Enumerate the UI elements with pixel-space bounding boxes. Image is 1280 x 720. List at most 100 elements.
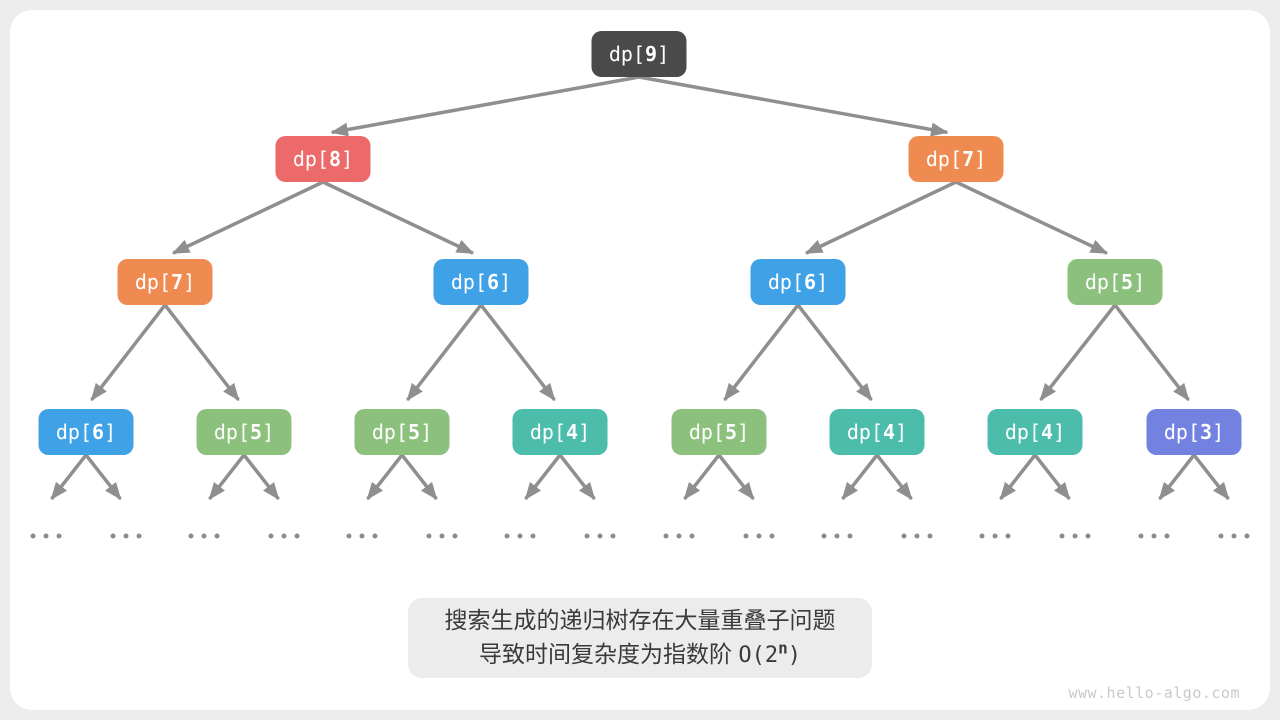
tree-node-dp-8: dp[8] xyxy=(275,136,371,182)
node-label: 5 xyxy=(250,420,263,444)
ellipsis-dot xyxy=(294,533,300,539)
tree-node-dp-5: dp[5] xyxy=(1067,259,1163,305)
ellipsis-dot xyxy=(43,533,49,539)
ellipsis-label xyxy=(1138,533,1170,539)
tree-edge-arrow xyxy=(1192,453,1230,501)
node-label: dp[ xyxy=(213,420,251,444)
ellipsis-dot xyxy=(30,533,36,539)
ellipsis-dot xyxy=(201,533,207,539)
node-label: ] xyxy=(499,270,512,294)
ellipsis-label xyxy=(901,533,933,539)
tree-edge-arrow xyxy=(723,303,800,401)
node-label: dp[ xyxy=(529,420,567,444)
tree-node-dp-6: dp[6] xyxy=(750,259,846,305)
figure-card xyxy=(10,10,1270,710)
tree-edge-arrow xyxy=(400,453,438,501)
tree-edge-arrow xyxy=(1033,453,1071,501)
ellipsis-dot xyxy=(689,533,695,539)
ellipsis-label xyxy=(821,533,853,539)
ellipsis-dot xyxy=(584,533,590,539)
node-label: 4 xyxy=(1041,420,1054,444)
node-label: 8 xyxy=(329,147,342,171)
node-label: ] xyxy=(974,147,987,171)
node-label: dp[ xyxy=(1004,420,1042,444)
ellipsis-label xyxy=(346,533,378,539)
node-label: ] xyxy=(737,420,750,444)
node-label: 4 xyxy=(566,420,579,444)
tree-edge-arrow xyxy=(717,453,755,501)
watermark: www.hello-algo.com xyxy=(1068,684,1240,702)
ellipsis-dot xyxy=(769,533,775,539)
ellipsis-dot xyxy=(834,533,840,539)
ellipsis-dot xyxy=(346,533,352,539)
tree-node-dp-6: dp[6] xyxy=(38,409,134,455)
ellipsis-dot xyxy=(517,533,523,539)
tree-edge-arrow xyxy=(638,75,949,137)
ellipsis-dot xyxy=(1164,533,1170,539)
node-label: dp[ xyxy=(688,420,726,444)
node-label: ] xyxy=(657,42,670,66)
ellipsis-dot xyxy=(743,533,749,539)
ellipsis-label xyxy=(584,533,616,539)
ellipsis-dot xyxy=(992,533,998,539)
ellipsis-dot xyxy=(452,533,458,539)
tree-edge-arrow xyxy=(366,453,404,501)
ellipsis-dot xyxy=(123,533,129,539)
node-label: 3 xyxy=(1200,420,1213,444)
node-label: dp[ xyxy=(1084,270,1122,294)
ellipsis-label xyxy=(110,533,142,539)
tree-node-dp-7: dp[7] xyxy=(117,259,213,305)
node-label: ] xyxy=(183,270,196,294)
ellipsis-dot xyxy=(110,533,116,539)
caption-box: 搜索生成的递归树存在大量重叠子问题 导致时间复杂度为指数阶 O(2n) xyxy=(408,598,872,678)
node-label: ] xyxy=(895,420,908,444)
tree-edge-arrow xyxy=(84,453,122,501)
node-label: ] xyxy=(341,147,354,171)
node-label: dp[ xyxy=(846,420,884,444)
tree-edge-arrow xyxy=(50,453,88,501)
node-label: dp[ xyxy=(1163,420,1201,444)
tree-edge-arrow xyxy=(796,303,873,401)
node-label: ] xyxy=(578,420,591,444)
complexity-formula: O(2n) xyxy=(738,638,802,668)
node-label: ] xyxy=(1133,270,1146,294)
node-label: ] xyxy=(1212,420,1225,444)
ellipsis-dot xyxy=(1085,533,1091,539)
node-label: 6 xyxy=(92,420,105,444)
node-label: dp[ xyxy=(450,270,488,294)
node-label: 7 xyxy=(171,270,184,294)
ellipsis-dot xyxy=(663,533,669,539)
node-label: dp[ xyxy=(767,270,805,294)
node-label: dp[ xyxy=(292,147,330,171)
node-label: 5 xyxy=(1121,270,1134,294)
node-label: 6 xyxy=(804,270,817,294)
tree-edge-arrow xyxy=(479,303,556,401)
tree-edge-arrow xyxy=(406,303,483,401)
ellipsis-dot xyxy=(504,533,510,539)
tree-edge-arrow xyxy=(875,453,913,501)
tree-node-dp-4: dp[4] xyxy=(829,409,925,455)
ellipsis-dot xyxy=(268,533,274,539)
tree-edge-arrow xyxy=(171,180,324,255)
ellipsis-dot xyxy=(979,533,985,539)
tree-node-dp-5: dp[5] xyxy=(354,409,450,455)
node-label: 9 xyxy=(645,42,658,66)
tree-edge-arrow xyxy=(242,453,280,501)
ellipsis-dot xyxy=(610,533,616,539)
ellipsis-dot xyxy=(439,533,445,539)
tree-edge-arrow xyxy=(999,453,1037,501)
ellipsis-label xyxy=(426,533,458,539)
tree-edge-arrow xyxy=(804,180,957,255)
ellipsis-dot xyxy=(1138,533,1144,539)
ellipsis-dot xyxy=(901,533,907,539)
node-label: dp[ xyxy=(55,420,93,444)
ellipsis-label xyxy=(743,533,775,539)
tree-edge-arrow xyxy=(90,303,167,401)
ellipsis-dot xyxy=(676,533,682,539)
ellipsis-label xyxy=(504,533,536,539)
node-label: ] xyxy=(420,420,433,444)
ellipsis-label xyxy=(30,533,62,539)
caption-line-2: 导致时间复杂度为指数阶 O(2n) xyxy=(479,637,801,673)
ellipsis-dot xyxy=(1059,533,1065,539)
